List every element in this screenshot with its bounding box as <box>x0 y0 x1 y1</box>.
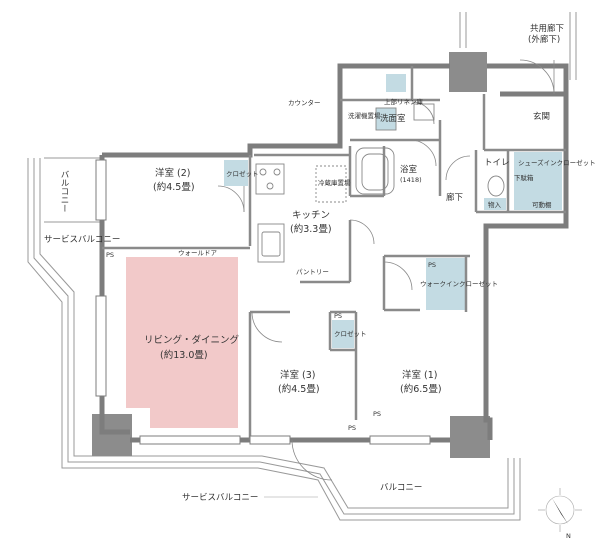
laundry-label: 洗濯機置場 <box>348 111 381 120</box>
western3-label: 洋室 (3) <box>280 369 315 381</box>
living-label: リビング・ダイニング <box>144 334 240 346</box>
common-corridor-label: 共用廊下 <box>530 23 565 34</box>
linen-label: 上部リネン庫 <box>384 97 424 106</box>
movable-shelf-label: 可動棚 <box>532 200 552 209</box>
kitchen-label: キッチン <box>292 210 330 221</box>
fixtures <box>255 103 505 263</box>
balcony-bottom-label: バルコニー <box>380 483 422 493</box>
pantry-label: パントリー <box>296 268 329 276</box>
western1-label: 洋室 (1) <box>402 369 437 381</box>
ps-label-1: PS <box>106 251 114 259</box>
bath-size-label: (1418) <box>400 176 422 184</box>
western3-size-label: (約4.5畳) <box>278 383 320 395</box>
counter-label: カウンター <box>288 98 321 107</box>
columns <box>92 52 490 458</box>
balcony-left-label: バルコニー <box>59 170 69 213</box>
service-balcony-left-label: サービスバルコニー <box>44 235 120 245</box>
western2-size-label: (約4.5畳) <box>153 181 195 193</box>
north-arrow <box>538 488 582 532</box>
ps-label-3: PS <box>334 312 342 320</box>
window-sashes <box>95 159 431 445</box>
door-swings <box>217 59 555 481</box>
western2-label: 洋室 (2) <box>155 167 190 179</box>
walkin-label: ウォークインクローゼット <box>420 279 498 288</box>
closet2-label: クロゼット <box>226 169 259 178</box>
shoes-closet-label: シューズインクローゼット <box>518 158 596 167</box>
north-label: N <box>566 532 571 540</box>
toilet-label: トイレ <box>484 158 510 168</box>
bath-label: 浴室 <box>400 164 418 175</box>
balcony-outline <box>27 12 577 521</box>
closet3-label: クロゼット <box>334 329 367 338</box>
outer-corridor-label: (外廊下) <box>528 34 560 45</box>
closet-fills <box>224 74 562 348</box>
walldoor-label: ウォールドア <box>178 249 218 257</box>
ps-label-5: PS <box>373 410 381 418</box>
ps-label-4: PS <box>348 424 356 432</box>
interior-walls <box>102 66 566 440</box>
western1-size-label: (約6.5畳) <box>400 383 442 395</box>
kitchen-size-label: (約3.3畳) <box>290 223 332 235</box>
living-area-fill <box>126 257 238 428</box>
lower-storage-label: 下駄箱 <box>514 173 534 182</box>
corridor-label: 廊下 <box>446 192 464 203</box>
living-size-label: (約13.0畳) <box>160 349 208 361</box>
fridge-label: 冷蔵庫置場 <box>318 178 351 187</box>
ps-label-2: PS <box>428 261 436 269</box>
service-balcony-bottom-label: サービスバルコニー <box>182 493 258 503</box>
storage-label: 物入 <box>488 200 502 209</box>
washroom-label: 洗面室 <box>380 113 406 124</box>
entrance-label: 玄関 <box>533 111 550 122</box>
